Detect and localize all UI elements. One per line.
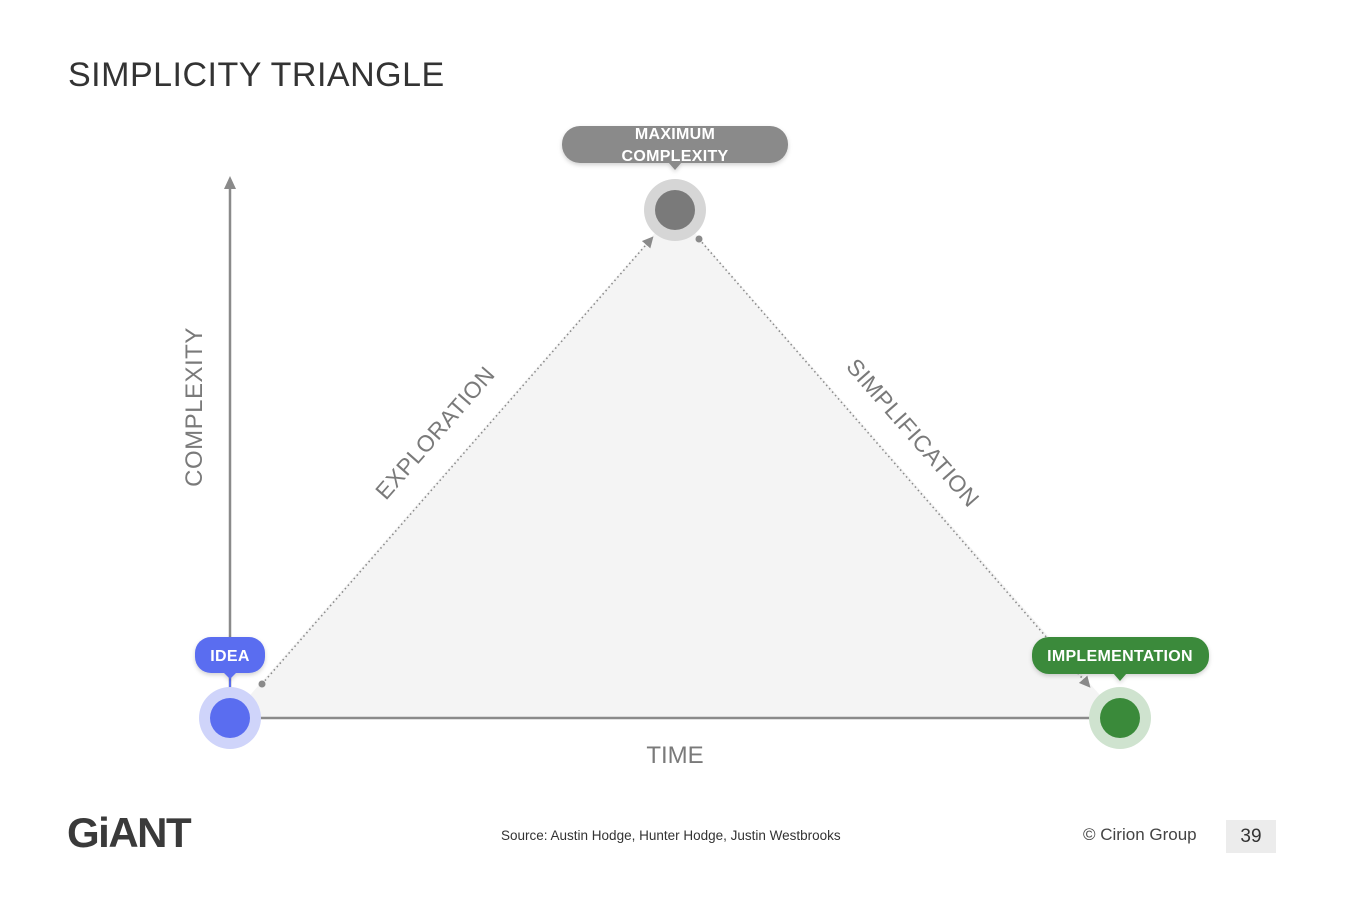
time-axis-label: TIME bbox=[646, 742, 703, 769]
copyright-text: © Cirion Group bbox=[1083, 825, 1197, 844]
implementation-node bbox=[1089, 687, 1151, 749]
complexity-axis-label: COMPLEXITY bbox=[181, 327, 208, 487]
triangle-area bbox=[230, 210, 1120, 718]
exploration-start-dot bbox=[258, 680, 266, 688]
implementation-label: IMPLEMENTATION bbox=[1047, 648, 1193, 665]
implementation-callout bbox=[1032, 637, 1209, 681]
giant-logo: GiANT bbox=[67, 809, 192, 856]
complexity-axis-arrow-icon bbox=[224, 176, 236, 189]
maximum-complexity-node bbox=[644, 179, 706, 241]
maximum-complexity-callout bbox=[562, 126, 788, 170]
maximum-complexity-label-line1: MAXIMUM bbox=[635, 126, 715, 143]
maximum-complexity-label-line2: COMPLEXITY bbox=[621, 148, 728, 165]
page-title: SIMPLICITY TRIANGLE bbox=[68, 56, 445, 94]
idea-callout bbox=[195, 637, 265, 679]
idea-node bbox=[199, 687, 261, 749]
page-number: 39 bbox=[1226, 820, 1276, 853]
idea-label: IDEA bbox=[210, 648, 250, 665]
simplification-start-dot bbox=[695, 235, 703, 243]
source-note: Source: Austin Hodge, Hunter Hodge, Just… bbox=[501, 828, 841, 843]
